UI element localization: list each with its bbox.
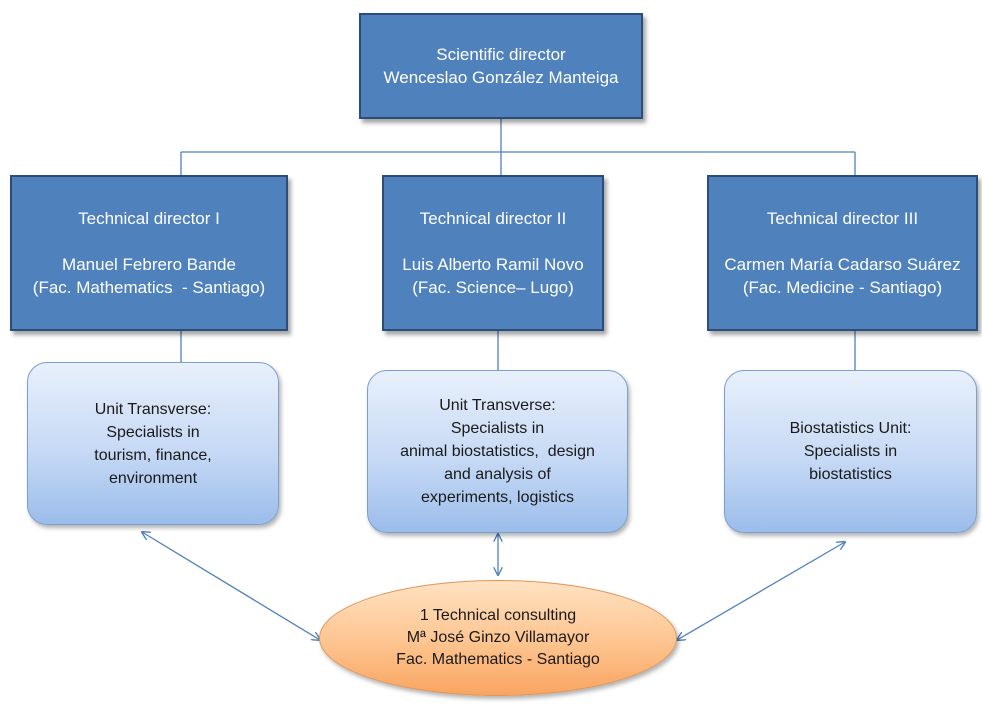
unit-3-line: biostatistics	[809, 466, 892, 483]
arrow-unit3-consulting	[677, 542, 845, 640]
consulting-name: Mª José Ginzo Villamayor	[406, 629, 590, 646]
arrow-unit1-consulting	[142, 532, 320, 640]
consulting-title: 1 Technical consulting	[419, 607, 577, 624]
consulting-affiliation: Fac. Mathematics - Santiago	[396, 651, 600, 668]
unit-2-line: Unit Transverse:	[439, 397, 556, 414]
unit-transverse-2-box: Unit Transverse: Specialists in animal b…	[367, 370, 628, 533]
unit-2-line: Specialists in	[450, 420, 545, 437]
unit-1-line: tourism, finance,	[94, 446, 212, 464]
technical-director-2-affiliation: (Fac. Science– Lugo)	[412, 278, 574, 297]
technical-director-3-name: Carmen María Cadarso Suárez	[724, 255, 961, 274]
unit-3-line: Biostatistics Unit:	[789, 420, 912, 437]
technical-director-1-affiliation: (Fac. Mathematics - Santiago)	[32, 278, 266, 297]
biostatistics-unit-box: Biostatistics Unit: Specialists in biost…	[724, 370, 977, 533]
technical-director-3-box: Technical director III Carmen María Cada…	[707, 175, 978, 331]
technical-director-3-affiliation: (Fac. Medicine - Santiago)	[742, 278, 943, 297]
scientific-director-role: Scientific director	[436, 45, 566, 64]
unit-transverse-1-box: Unit Transverse: Specialists in tourism,…	[27, 362, 279, 525]
technical-director-3-role: Technical director III	[766, 209, 919, 228]
unit-2-line: animal biostatistics, design	[400, 443, 595, 460]
technical-director-2-name: Luis Alberto Ramil Novo	[402, 255, 584, 274]
unit-2-line: experiments, logistics	[421, 489, 574, 506]
unit-1-line: Unit Transverse:	[94, 400, 212, 418]
technical-director-2-role: Technical director II	[419, 209, 567, 228]
unit-2-line: and analysis of	[444, 466, 551, 483]
technical-director-1-name: Manuel Febrero Bande	[62, 255, 236, 274]
technical-director-1-box: Technical director I Manuel Febrero Band…	[10, 175, 288, 331]
unit-1-line: environment	[108, 469, 198, 487]
technical-director-1-role: Technical director I	[78, 209, 220, 228]
technical-consulting-ellipse: 1 Technical consulting Mª José Ginzo Vil…	[319, 580, 677, 696]
unit-3-line: Specialists in	[803, 443, 898, 460]
technical-director-2-box: Technical director II Luis Alberto Ramil…	[382, 175, 604, 331]
scientific-director-box: Scientific director Wenceslao González M…	[359, 13, 643, 119]
scientific-director-name: Wenceslao González Manteiga	[383, 68, 619, 87]
unit-1-line: Specialists in	[106, 423, 200, 441]
